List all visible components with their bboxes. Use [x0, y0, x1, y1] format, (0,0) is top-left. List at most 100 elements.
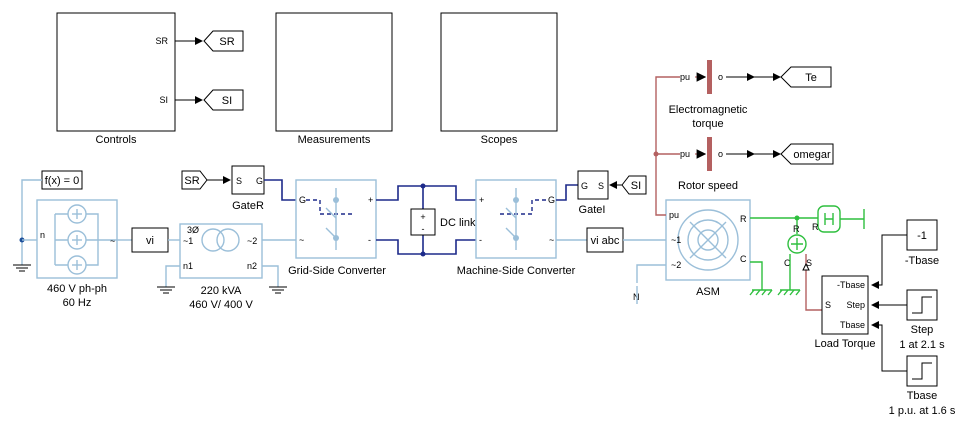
svg-text:o: o [718, 72, 723, 82]
ground-left [13, 264, 31, 272]
em-torque-label-2: torque [692, 118, 723, 130]
goto-omegar-tag[interactable]: omegar [780, 143, 834, 165]
controls-port-si: SI [159, 95, 168, 105]
measurements-subsystem[interactable]: Measurements [275, 12, 393, 146]
svg-text:-: - [479, 235, 482, 245]
controls-label: Controls [96, 134, 137, 146]
svg-text:G: G [256, 176, 263, 186]
grid-side-converter[interactable]: G + - ~ Grid-Side Converter [288, 179, 386, 277]
machine-conv-label: Machine-Side Converter [457, 265, 576, 277]
svg-text:+: + [420, 212, 425, 222]
svg-text:R: R [812, 222, 819, 232]
fx-block[interactable]: f(x) = 0 [41, 170, 83, 190]
transformer[interactable]: 3Ø ~1 n1 ~2 n2 220 kVA 460 V/ 400 V [179, 223, 263, 311]
svg-text:3Ø: 3Ø [187, 225, 199, 235]
svg-text:SI: SI [631, 180, 641, 192]
svg-text:~2: ~2 [247, 236, 257, 246]
vi-abc-block[interactable]: vi abc [586, 227, 624, 253]
svg-text:~1: ~1 [183, 236, 193, 246]
svg-text:SI: SI [222, 95, 232, 107]
from-sr-tag[interactable]: SR [181, 170, 208, 190]
goto-te-tag[interactable]: Te [780, 66, 832, 88]
svg-text:-Tbase: -Tbase [837, 280, 865, 290]
svg-text:R: R [740, 214, 747, 224]
mech-sensor-block[interactable]: R C S [784, 224, 812, 268]
controls-subsystem[interactable]: SR SI Controls [56, 12, 176, 146]
three-phase-source[interactable]: n ~ 460 V ph-ph 60 Hz [22, 199, 118, 309]
asm-machine[interactable]: pu ~1 ~2 R C ASM [665, 199, 751, 298]
svg-text:S: S [598, 181, 604, 191]
transformer-label-1: 220 kVA [201, 285, 242, 297]
svg-text:+: + [479, 195, 484, 205]
svg-text:Step: Step [846, 300, 865, 310]
ground-transformer-1 [157, 286, 175, 294]
svg-text:S: S [825, 300, 831, 310]
tbase-sublabel: 1 p.u. at 1.6 s [889, 405, 956, 417]
svg-text:vi: vi [146, 235, 154, 247]
asm-ground-mark: N [633, 292, 640, 302]
source-label-2: 60 Hz [63, 297, 92, 309]
load-torque-label: Load Torque [815, 338, 876, 350]
scopes-subsystem[interactable]: Scopes [440, 12, 558, 146]
svg-text:SR: SR [184, 175, 199, 187]
constant-minus1-block[interactable]: -1 -Tbase [905, 219, 939, 267]
measurements-label: Measurements [298, 134, 371, 146]
goto-sr-tag[interactable]: SR [203, 30, 244, 52]
svg-text:~: ~ [299, 235, 304, 245]
asm-label: ASM [696, 286, 720, 298]
svg-text:n2: n2 [247, 261, 257, 271]
svg-text:f(x) = 0: f(x) = 0 [45, 175, 80, 187]
transformer-label-2: 460 V/ 400 V [189, 299, 253, 311]
step-label: Step [911, 324, 934, 336]
machine-side-converter[interactable]: + - ~ G Machine-Side Converter [457, 179, 576, 277]
svg-text:G: G [581, 181, 588, 191]
svg-text:-: - [422, 224, 425, 234]
svg-text:Te: Te [805, 72, 817, 84]
rotor-speed-block[interactable]: pu o Rotor speed [678, 137, 738, 192]
svg-text:n1: n1 [183, 261, 193, 271]
svg-text:vi abc: vi abc [591, 235, 620, 247]
grid-conv-label: Grid-Side Converter [288, 265, 386, 277]
gate-i-block[interactable]: G S GateI [577, 170, 609, 216]
svg-text:R: R [793, 224, 800, 234]
dc-link-label: DC link [440, 217, 476, 229]
dc-link-block[interactable]: + - DC link [410, 208, 476, 236]
gate-r-label: GateR [232, 200, 264, 212]
mech-ground-1 [749, 289, 773, 296]
mech-ground-2 [777, 289, 801, 296]
ground-transformer-2 [269, 286, 287, 294]
em-torque-block[interactable]: pu o Electromagnetic torque [669, 60, 748, 130]
gate-r-block[interactable]: S G GateR [231, 165, 265, 212]
svg-text:G: G [548, 195, 555, 205]
svg-text:~: ~ [549, 235, 554, 245]
svg-text:omegar: omegar [793, 149, 831, 161]
gate-i-label: GateI [579, 204, 606, 216]
svg-text:-: - [368, 235, 371, 245]
svg-text:Tbase: Tbase [840, 320, 865, 330]
svg-text:C: C [740, 254, 747, 264]
svg-text:S: S [806, 258, 812, 268]
svg-text:C: C [784, 258, 791, 268]
svg-text:pu: pu [680, 72, 690, 82]
from-si-tag[interactable]: SI [621, 175, 647, 195]
svg-text:~1: ~1 [671, 235, 681, 245]
scopes-label: Scopes [481, 134, 518, 146]
svg-text:G: G [299, 195, 306, 205]
vi-block[interactable]: vi [131, 227, 169, 253]
load-torque-block[interactable]: -Tbase Step Tbase S Load Torque [815, 275, 876, 350]
step-block[interactable]: Step 1 at 2.1 s [899, 289, 945, 351]
tbase-step-block[interactable]: Tbase 1 p.u. at 1.6 s [889, 355, 956, 417]
mech-inertia-block[interactable]: R [812, 205, 865, 233]
svg-text:o: o [718, 149, 723, 159]
svg-text:~2: ~2 [671, 260, 681, 270]
controls-port-sr: SR [155, 36, 168, 46]
svg-text:+: + [368, 195, 373, 205]
goto-si-tag[interactable]: SI [203, 89, 244, 111]
constant-label: -Tbase [905, 255, 939, 267]
em-torque-label-1: Electromagnetic [669, 104, 748, 116]
svg-text:pu: pu [680, 149, 690, 159]
rotor-speed-label: Rotor speed [678, 180, 738, 192]
svg-text:SR: SR [219, 36, 234, 48]
step-sublabel: 1 at 2.1 s [899, 339, 945, 351]
